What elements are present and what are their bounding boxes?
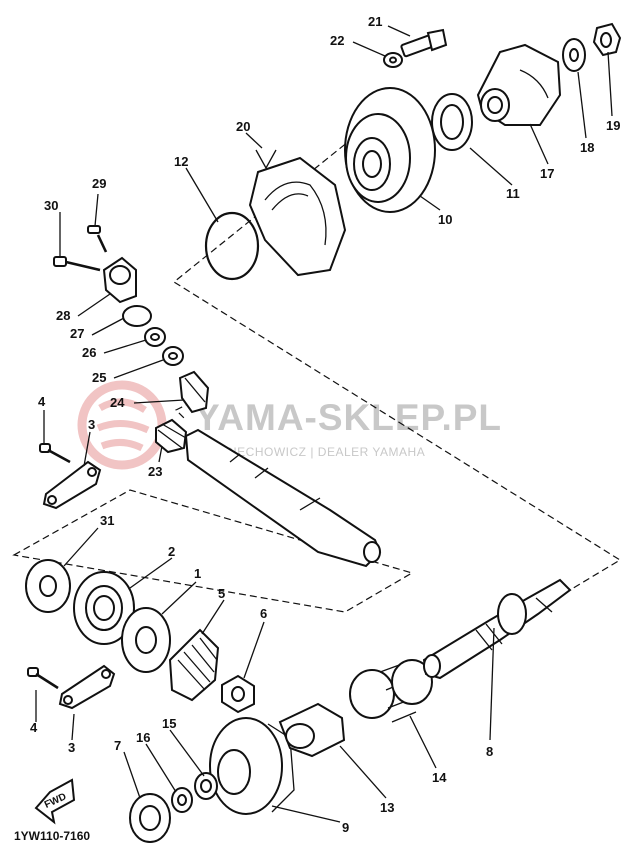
callout-7: 7 [114, 738, 121, 753]
callout-30: 30 [44, 198, 58, 213]
watermark: YAMA-SKLEP.PL WOJCIECHOWICZ | DEALER YAM… [77, 380, 502, 470]
callout-2: 2 [168, 544, 175, 559]
watermark-title: YAMA-SKLEP.PL [195, 397, 502, 438]
callout-11: 11 [506, 186, 520, 201]
part-6-nut [221, 674, 255, 714]
callout-25: 25 [92, 370, 106, 385]
callout-8: 8 [486, 744, 493, 759]
callout-23: 23 [148, 464, 162, 479]
part-28-speedometer-housing [102, 256, 137, 304]
part-22-washer [383, 52, 403, 68]
part-5-pinion-gear [168, 628, 220, 702]
part-31-shim [25, 559, 71, 613]
part-30-bolt [53, 256, 101, 272]
callout-labels: 21 22 20 12 29 30 28 27 26 25 24 23 4 3 … [30, 14, 620, 835]
callout-19: 19 [606, 118, 620, 133]
callout-21: 21 [368, 14, 382, 29]
callout-4-lower: 4 [30, 720, 38, 735]
part-24-drive-gear [178, 370, 210, 414]
callout-15: 15 [162, 716, 176, 731]
part-4-bolt-upper [39, 443, 71, 464]
part-7-bearing [129, 793, 171, 843]
callout-27: 27 [70, 326, 84, 341]
callout-5: 5 [218, 586, 225, 601]
callout-18: 18 [580, 140, 594, 155]
callout-16: 16 [136, 730, 150, 745]
callout-9: 9 [342, 820, 349, 835]
callout-31: 31 [100, 513, 114, 528]
part-14-spring [349, 659, 433, 723]
part-18-washer [562, 38, 586, 72]
part-23-drive-gear [155, 418, 188, 454]
part-9-ring-gear [209, 717, 295, 815]
part-8-main-shaft [422, 578, 572, 680]
callout-4-upper: 4 [38, 394, 46, 409]
diagram-code: 1YW110-7160 [14, 829, 90, 843]
part-19-nut [592, 22, 622, 57]
part-20-gear-case [248, 156, 347, 277]
part-1-shim [121, 607, 171, 673]
watermark-subtitle: WOJCIECHOWICZ | DEALER YAMAHA [196, 445, 425, 459]
part-12-o-ring [204, 211, 260, 281]
part-25-washer [162, 346, 184, 366]
callout-3-upper: 3 [88, 417, 95, 432]
callout-22: 22 [330, 33, 344, 48]
callout-24: 24 [110, 395, 125, 410]
callout-20: 20 [236, 119, 250, 134]
callout-17: 17 [540, 166, 554, 181]
part-2-bearing [73, 571, 135, 645]
callout-28: 28 [56, 308, 70, 323]
part-13-coupling [278, 702, 346, 758]
forward-arrow-icon: FWD [34, 778, 76, 825]
callout-3-lower: 3 [68, 740, 75, 755]
part-11-oil-seal [431, 93, 473, 151]
part-10-bearing-housing [344, 87, 436, 213]
part-27-seal [122, 305, 152, 327]
callout-14: 14 [432, 770, 447, 785]
callout-1: 1 [194, 566, 201, 581]
drive-shaft [184, 428, 382, 568]
part-16-washer [171, 787, 193, 813]
callout-29: 29 [92, 176, 106, 191]
callout-13: 13 [380, 800, 394, 815]
callout-12: 12 [174, 154, 188, 169]
callout-6: 6 [260, 606, 267, 621]
part-3-plate-upper [42, 460, 102, 510]
callout-leaders [35, 25, 613, 823]
part-3-plate-lower [58, 664, 116, 710]
part-26-washer [144, 327, 166, 347]
callout-10: 10 [438, 212, 452, 227]
part-4-bolt-lower [27, 667, 59, 690]
part-15-washer [194, 772, 218, 800]
callout-26: 26 [82, 345, 96, 360]
part-29-screw [87, 225, 108, 253]
part-17-universal-yoke [476, 43, 562, 126]
part-21-bolt [400, 28, 448, 58]
